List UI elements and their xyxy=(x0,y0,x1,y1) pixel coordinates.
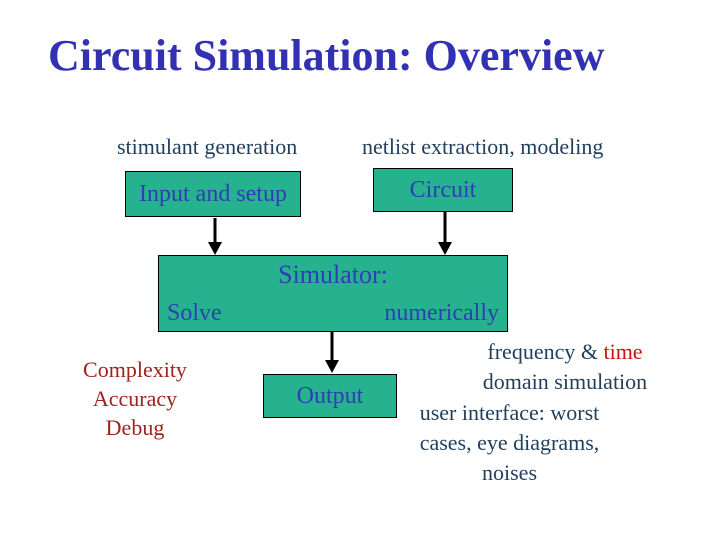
frequency-time-highlight: time xyxy=(603,339,643,364)
frequency-line1: frequency & time xyxy=(455,337,675,367)
red-annotation-list: Complexity Accuracy Debug xyxy=(55,355,215,442)
box-output-label: Output xyxy=(296,382,364,409)
red-item-accuracy: Accuracy xyxy=(92,386,178,411)
arrow-simulator-to-output xyxy=(325,332,339,373)
ui-line-2: cases, eye diagrams, xyxy=(419,430,600,455)
frequency-domain-annotation: frequency & time domain simulation xyxy=(455,337,675,397)
box-circuit-label: Circuit xyxy=(409,176,477,203)
box-input-and-setup: Input and setup xyxy=(125,171,301,217)
frequency-prefix: frequency & xyxy=(487,339,604,364)
simulator-solve-label: Solve xyxy=(167,300,222,326)
simulator-title: Simulator: xyxy=(278,260,388,289)
box-input-label: Input and setup xyxy=(139,180,287,207)
red-item-complexity: Complexity xyxy=(83,357,187,382)
label-netlist-extraction: netlist extraction, modeling xyxy=(362,134,604,159)
red-item-debug: Debug xyxy=(105,415,165,440)
box-simulator: Simulator: Solve numerically xyxy=(158,255,508,332)
box-output: Output xyxy=(263,374,397,418)
box-circuit: Circuit xyxy=(373,168,513,212)
simulator-numerically-label: numerically xyxy=(384,300,499,326)
slide-title: Circuit Simulation: Overview xyxy=(48,31,605,80)
arrow-circuit-to-simulator xyxy=(438,212,452,255)
label-stimulant-generation: stimulant generation xyxy=(117,134,298,159)
user-interface-annotation: user interface: worst cases, eye diagram… xyxy=(402,398,617,488)
frequency-line2: domain simulation xyxy=(482,369,648,394)
ui-line-3: noises xyxy=(482,460,537,485)
arrow-input-to-simulator xyxy=(208,218,222,255)
ui-line-1: user interface: worst xyxy=(419,400,600,425)
